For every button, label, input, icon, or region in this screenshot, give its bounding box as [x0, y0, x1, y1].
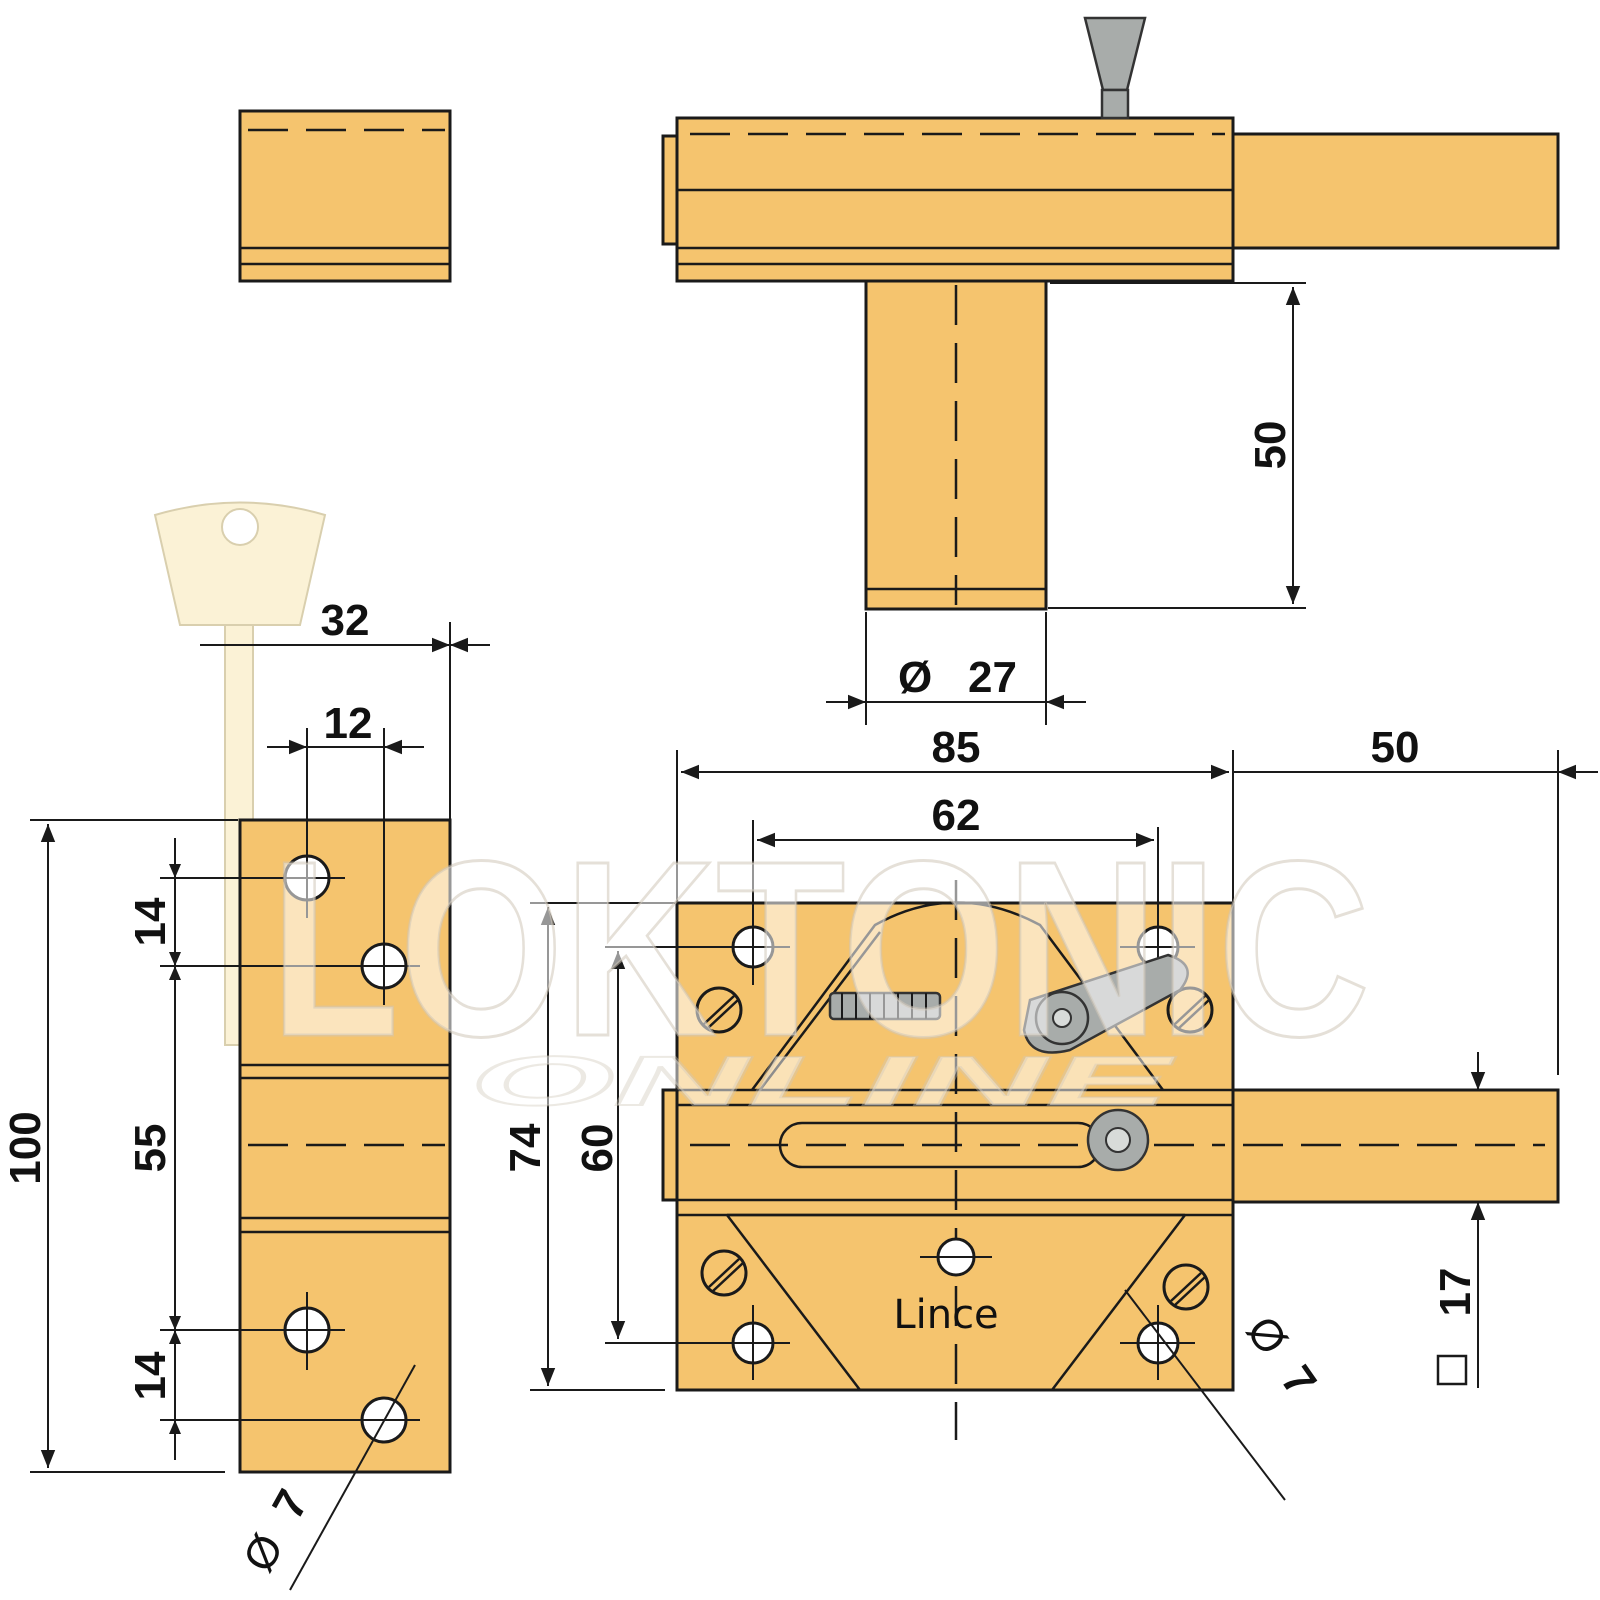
mounting-height-label: 60 [573, 1124, 622, 1173]
screw-icon [1166, 986, 1214, 1034]
front-hole-diameter-value: 7 [1271, 1357, 1325, 1405]
lock-front-view: Lince [661, 827, 1560, 1440]
square-section-icon [1436, 1354, 1468, 1386]
total-height-label: 100 [1, 1111, 50, 1184]
diameter-symbol: Ø [234, 1526, 293, 1580]
hole-gap-label: 55 [126, 1124, 175, 1173]
watermark-logo: LOKTONIC ONLINE [269, 808, 1372, 1122]
front-diameter-label: Ø 7 [1237, 1308, 1326, 1406]
case-width-label: 85 [932, 723, 981, 772]
side-hole-spacing-label: 12 [324, 699, 373, 748]
side-width-label: 32 [321, 596, 370, 645]
strike-side-view [160, 728, 452, 1474]
thumb-wheel-icon [828, 991, 942, 1021]
hole-pitch-top-label: 14 [126, 897, 175, 946]
side-hole-diameter-value: 7 [263, 1482, 318, 1527]
cylinder-length-label: 50 [1246, 421, 1295, 470]
screw-icon [695, 986, 743, 1034]
side-diameter-label: Ø 7 [234, 1482, 318, 1580]
cylinder-diameter-label: 27 [968, 653, 1017, 702]
lever-handle-icon [1022, 953, 1189, 1054]
diameter-symbol: Ø [898, 653, 932, 702]
watermark-sub: ONLINE [470, 1042, 1176, 1120]
hole-pitch-bottom-label: 14 [126, 1351, 175, 1400]
strike-top-view [238, 109, 452, 283]
watermark-main: LOKTONIC [270, 809, 1370, 1088]
thumb-knob-icon [1083, 16, 1147, 120]
bolt-knob-icon [1086, 1108, 1150, 1172]
screw-icon [1162, 1263, 1210, 1311]
cylinder-dimensions: 50 Ø 27 [826, 282, 1306, 725]
lock-top-view [661, 16, 1560, 611]
case-height-label: 74 [501, 1123, 550, 1172]
bolt-throw-label: 50 [1371, 723, 1420, 772]
side-dimensions: 32 12 100 14 55 14 Ø 7 [1, 596, 490, 1591]
hole-spacing-label: 62 [932, 791, 981, 840]
diameter-symbol: Ø [1237, 1308, 1297, 1364]
bolt-section-label: 17 [1431, 1268, 1480, 1317]
brand-label: Lince [893, 1292, 998, 1338]
screw-icon [700, 1249, 748, 1297]
